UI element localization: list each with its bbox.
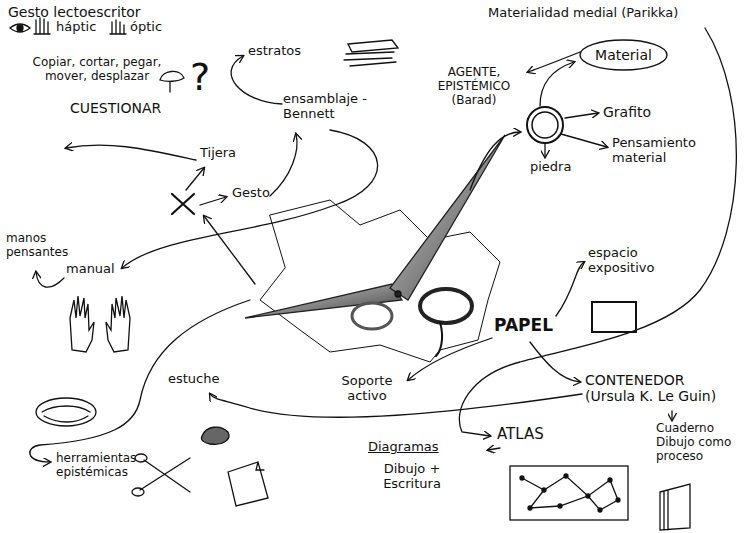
concept-label: manual — [66, 262, 115, 277]
concept-label: Diagramas — [368, 440, 439, 455]
sense-label: óptic — [130, 20, 162, 35]
key-word: ATLAS — [497, 426, 544, 443]
concept-label: manos pensantes — [6, 232, 76, 260]
concept-label: Cuaderno Dibujo como proceso — [656, 422, 744, 463]
reference-label: Materialidad medial (Parikka) — [488, 6, 678, 21]
node-text: Material — [595, 47, 652, 63]
reference-label: CONTENEDOR (Ursula K. Le Guin) — [585, 372, 735, 404]
sense-label: háptic — [56, 20, 96, 35]
reference-label: ensamblaje - Bennett — [283, 92, 383, 122]
key-word: CUESTIONAR — [70, 100, 161, 116]
concept-ellipse: Material — [578, 38, 669, 72]
heading-note: Gesto lectoescritor — [8, 4, 141, 20]
concept-label: Soporte activo — [332, 374, 402, 404]
material-label: piedra — [530, 160, 571, 175]
question-mark: ? — [190, 56, 210, 100]
concept-label: Dibujo + Escritura — [372, 462, 452, 492]
action-list: Copiar, cortar, pegar, mover, desplazar — [22, 56, 172, 84]
reference-label: AGENTE, EPISTÉMICO (Barad) — [424, 66, 524, 107]
tool-label: Tijera — [200, 146, 236, 161]
concept-label: Pensamiento material — [612, 136, 697, 166]
concept-label: espacio expositivo — [588, 246, 683, 276]
concept-label: herramientas epistémicas — [56, 452, 151, 480]
concept-label: estratos — [248, 44, 301, 59]
key-word: PAPEL — [494, 316, 553, 336]
concept-label: Gesto — [232, 186, 270, 201]
object-label: estuche — [168, 372, 220, 387]
material-label: Grafito — [603, 104, 651, 120]
